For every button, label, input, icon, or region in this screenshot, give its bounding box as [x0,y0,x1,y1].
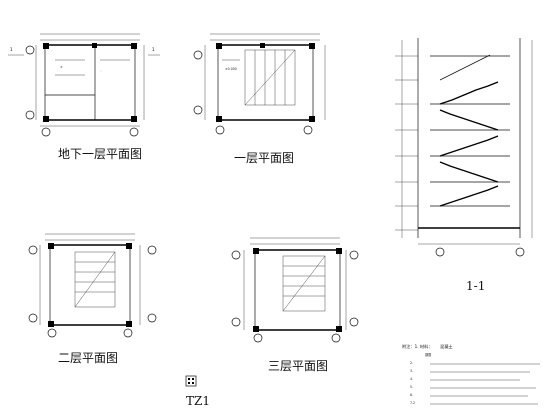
section-marker-right: 1 [152,47,155,52]
note-line-1: 钢筋 [425,352,431,357]
note-line-4: 4. [410,377,413,381]
basement-plan-title: 地下一层平面图 [58,147,142,161]
note-line-5: 5. [410,385,413,389]
note-line-3: 3. [410,369,413,373]
basement-plan: 1 1 ± ◦ [8,33,160,137]
svg-text:◦: ◦ [100,69,102,73]
column-detail-tz1 [185,375,197,387]
first-floor-plan: ±0.000 [193,33,326,135]
third-floor-plan [231,237,359,343]
third-floor-plan-title: 三层平面图 [268,359,328,373]
section-marker-left: 1 [10,47,13,52]
section-1-1 [395,38,533,257]
note-line-7: 7.2 [410,401,415,405]
general-notes: 附注：1. 材料： 混凝土 钢筋 2. 3. 4. 5. 6. 7.2 [402,343,540,405]
section-1-1-title: 1-1 [466,279,485,293]
column-detail-title: TZ1 [186,394,210,408]
second-floor-plan-title: 二层平面图 [58,351,118,365]
note-line-6: 6. [410,393,413,397]
second-floor-plan [28,233,157,338]
first-floor-plan-title: 一层平面图 [234,151,294,165]
svg-text:±0.000: ±0.000 [225,67,237,71]
notes-heading: 附注：1. 材料： [402,343,432,350]
notes-heading-tail: 混凝土 [440,343,453,350]
note-line-2: 2. [410,361,413,365]
svg-text:±: ± [60,65,63,69]
